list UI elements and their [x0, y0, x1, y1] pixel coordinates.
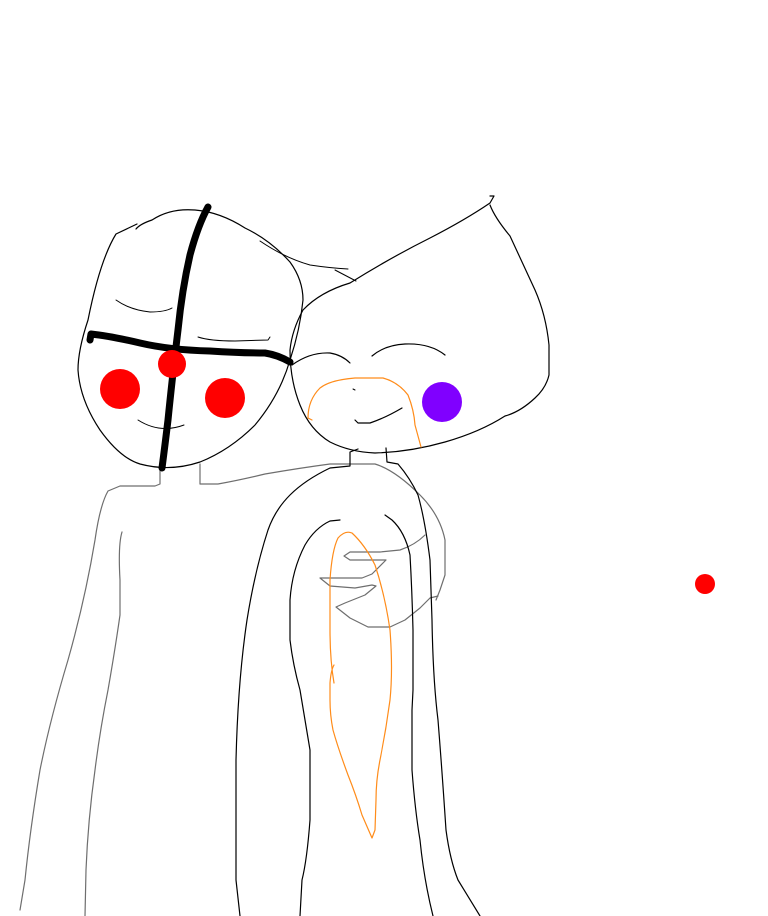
right-hair-long — [329, 531, 393, 839]
stray-red-dot — [695, 574, 715, 594]
right-hair-fringe — [307, 377, 422, 448]
left-eyebrow-right — [197, 336, 271, 342]
right-nose-dot — [352, 388, 356, 391]
cross-vertical-stroke — [158, 203, 212, 472]
cross-mark — [86, 203, 294, 472]
left-body-outline — [19, 469, 161, 911]
left-mouth — [137, 419, 185, 430]
right-eye-left — [291, 352, 351, 366]
left-hair-strand — [259, 240, 349, 270]
right-mouth — [354, 407, 403, 424]
right-neck-right — [385, 447, 481, 916]
right-torso-line — [384, 514, 434, 916]
left-arm-outline — [84, 531, 123, 916]
right-eye-right — [371, 343, 446, 357]
blush-dot-left — [100, 369, 140, 409]
blush-dot-center — [158, 350, 186, 378]
blush-dot-right — [205, 378, 245, 418]
right-neck-left — [235, 448, 359, 916]
left-eyebrow-left — [115, 299, 173, 313]
left-shoulder-line — [199, 463, 446, 601]
left-hair-strand-2 — [334, 269, 357, 282]
blush-dot-purple — [422, 382, 462, 422]
right-arm-outline — [289, 519, 341, 916]
right-head-outline — [289, 195, 550, 454]
cross-horizontal-stroke — [86, 330, 294, 366]
left-hand — [319, 534, 439, 628]
